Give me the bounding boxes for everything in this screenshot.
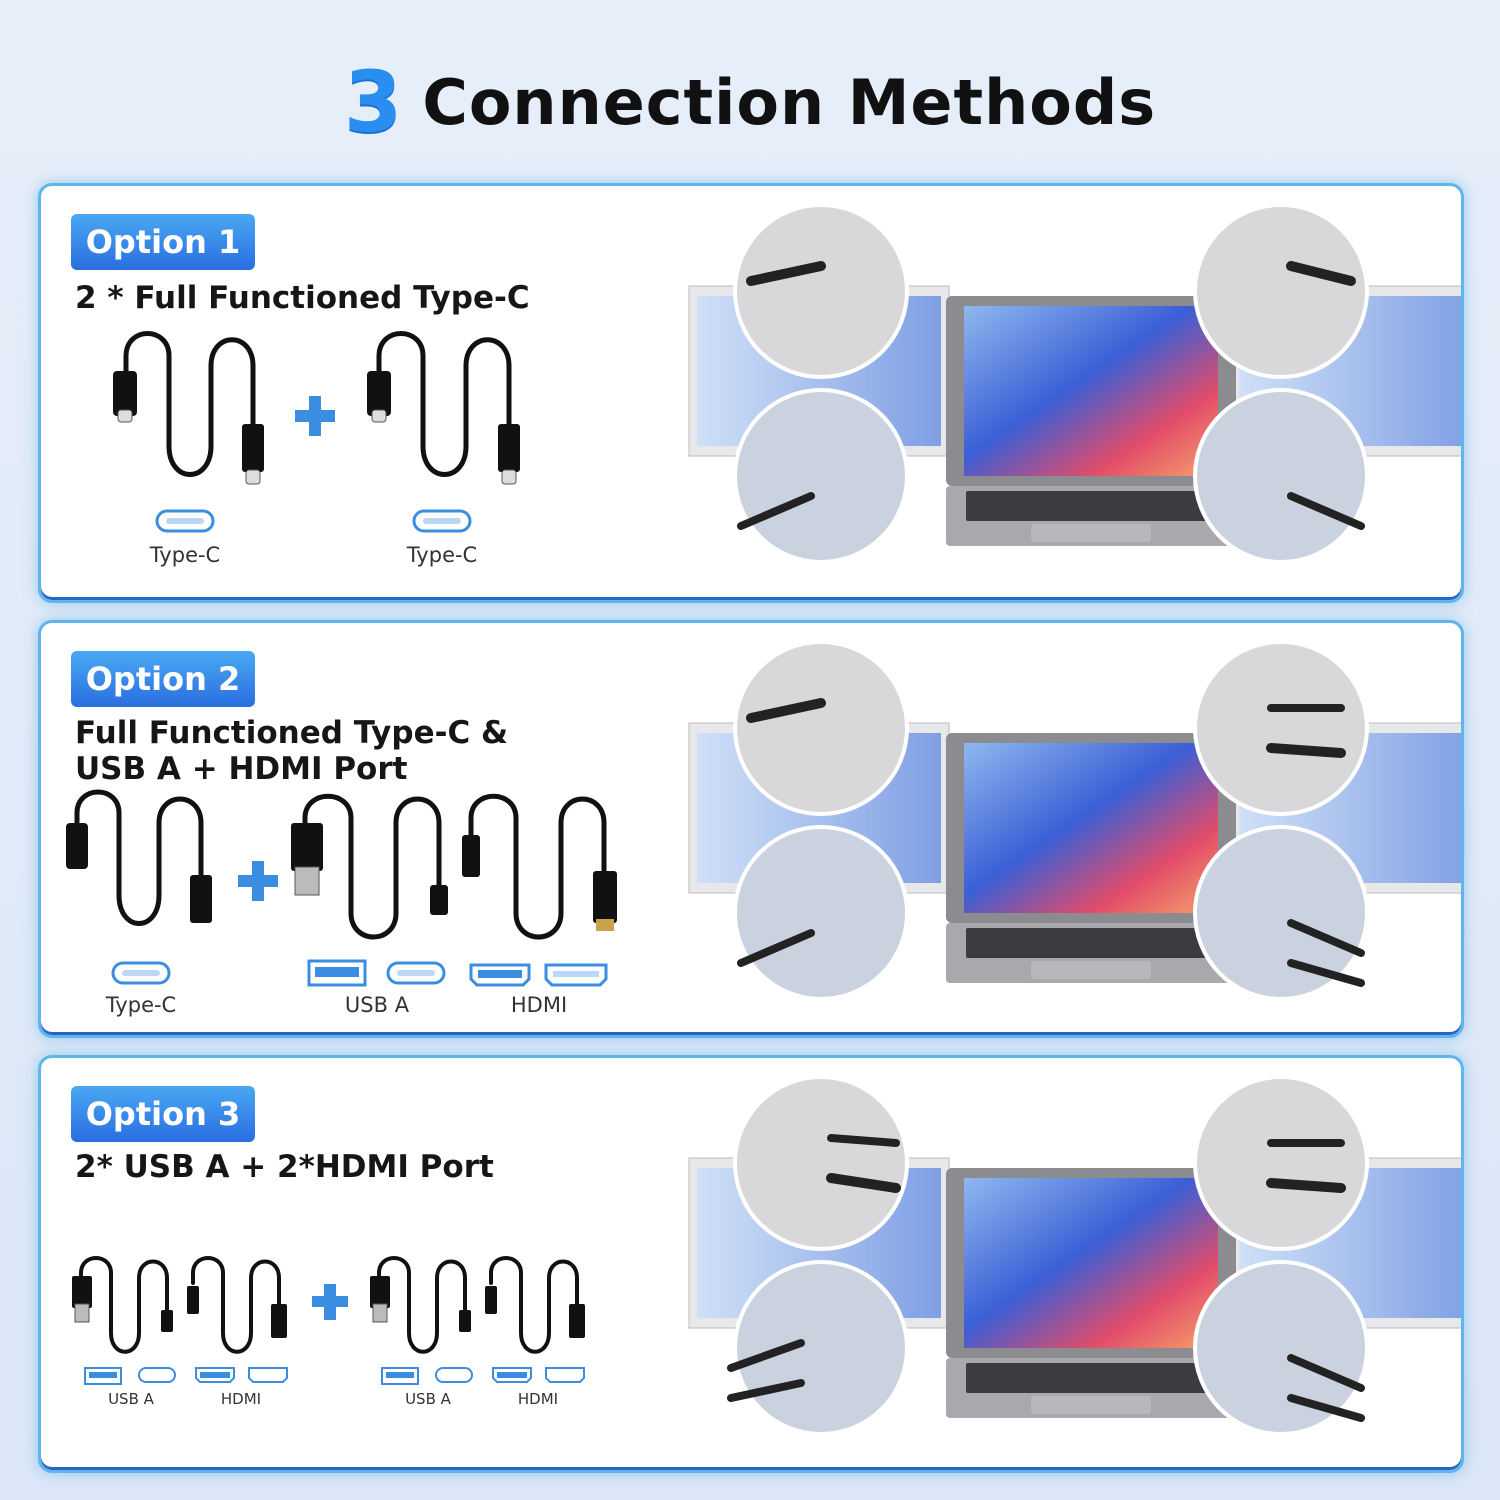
- hdmi-cable-icon: [468, 793, 607, 940]
- usb-a-cable-icon: [302, 793, 442, 940]
- type-c-cable-icon: [376, 331, 512, 477]
- type-c-port-icon: [435, 1367, 473, 1383]
- type-c-cable-icon: [123, 331, 256, 477]
- usb-a-cable-icon: [79, 1256, 169, 1354]
- plus-icon: [238, 861, 278, 901]
- port-detail-circle: [1193, 388, 1369, 564]
- port-detail-circle: [733, 203, 909, 379]
- usb-a-cable-icon: [377, 1256, 467, 1354]
- type-c-plug-icon: [113, 371, 137, 416]
- port-detail-circle: [1193, 825, 1369, 1001]
- hdmi-cable-icon: [489, 1256, 579, 1354]
- port-label: USB A: [344, 993, 410, 1017]
- laptop-scene-1: [688, 203, 1461, 564]
- port-detail-circle: [733, 1075, 909, 1251]
- port-detail-circle: [1193, 203, 1369, 379]
- option-panel-3: Option 3 2* USB A + 2*HDMI Port: [38, 1055, 1464, 1473]
- port-detail-circle: [1193, 1260, 1369, 1436]
- option-title-2-line-1: Full Functioned Type-C &: [75, 715, 509, 751]
- port-detail-circle: [733, 1260, 909, 1436]
- option-panel-1: Option 1 2 * Full Functioned Type-C Type…: [38, 183, 1464, 603]
- mini-hdmi-port-icon: [545, 1367, 585, 1383]
- port-label: HDMI: [220, 1390, 262, 1408]
- hdmi-cable-icon: [191, 1256, 281, 1354]
- plus-icon: [312, 1284, 348, 1320]
- type-c-cable-icon: [74, 789, 204, 926]
- type-c-plug-icon: [498, 424, 520, 472]
- mini-hdmi-port-icon: [248, 1367, 288, 1383]
- port-detail-circle: [733, 388, 909, 564]
- plus-icon: [295, 396, 335, 436]
- page-header: 3 Connection Methods: [0, 52, 1500, 152]
- port-label: Type-C: [406, 543, 478, 567]
- port-detail-circle: [1193, 640, 1369, 816]
- option-title-2-line-2: USB A + HDMI Port: [75, 751, 408, 787]
- option-title-1: 2 * Full Functioned Type-C: [75, 280, 530, 316]
- cable-illustration-2: [66, 789, 617, 987]
- page-title: Connection Methods: [422, 65, 1157, 139]
- port-label: Type-C: [149, 543, 221, 567]
- port-detail-circle: [733, 825, 909, 1001]
- option-title-3: 2* USB A + 2*HDMI Port: [75, 1149, 494, 1185]
- port-label: USB A: [405, 1390, 451, 1408]
- option-badge-2: Option 2: [71, 651, 255, 707]
- port-label: HDMI: [510, 993, 568, 1017]
- option-badge-3: Option 3: [71, 1086, 255, 1142]
- header-number: 3: [343, 53, 403, 151]
- port-label: HDMI: [517, 1390, 559, 1408]
- type-c-plug-icon: [242, 424, 264, 472]
- type-c-plug-icon: [367, 371, 391, 416]
- option-badge-1: Option 1: [71, 214, 255, 270]
- port-detail-circle: [733, 640, 909, 816]
- cable-illustration-1: [113, 331, 520, 533]
- port-label: USB A: [108, 1390, 154, 1408]
- laptop-scene-3: [688, 1075, 1461, 1436]
- port-detail-circle: [1193, 1075, 1369, 1251]
- option-panel-2: Option 2 Full Functioned Type-C & USB A …: [38, 620, 1464, 1038]
- laptop-scene-2: [688, 640, 1461, 1001]
- cable-illustration-3: [72, 1256, 585, 1385]
- type-c-port-icon: [138, 1367, 176, 1383]
- port-label: Type-C: [105, 993, 177, 1017]
